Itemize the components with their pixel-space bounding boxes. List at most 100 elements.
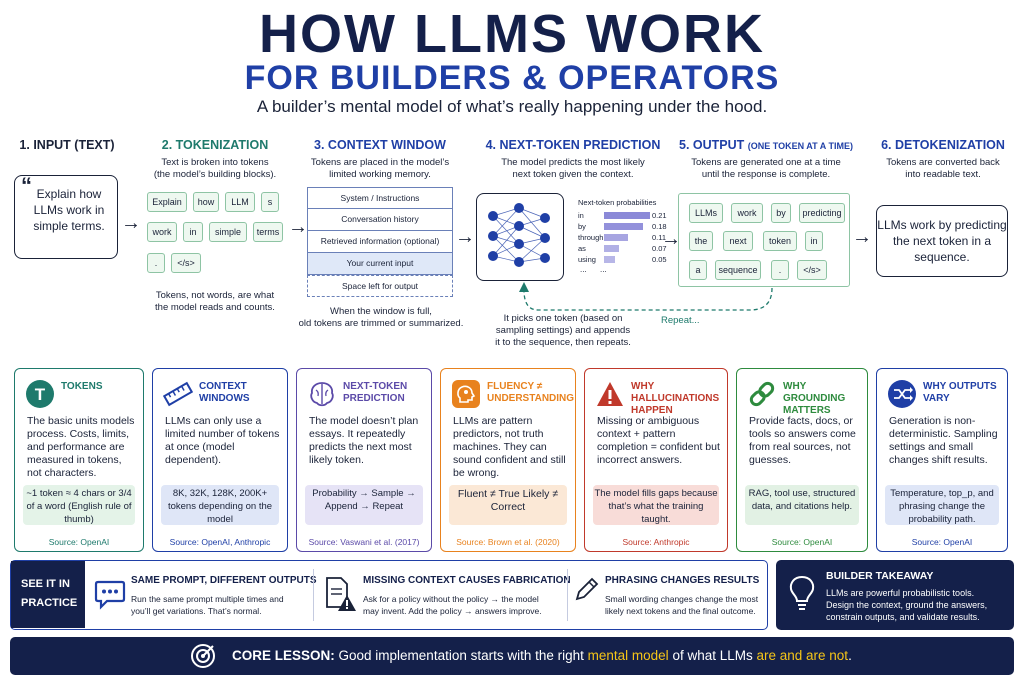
card-title: FLUENCY ≠ UNDERSTANDING bbox=[487, 381, 575, 404]
practice-item-line: Small wording changes change the most bbox=[605, 594, 759, 604]
practice-item-title: MISSING CONTEXT CAUSES FABRICATION bbox=[363, 575, 571, 586]
prob-value: 0.07 bbox=[652, 244, 667, 253]
pencil-icon bbox=[575, 577, 599, 601]
output-token: token bbox=[763, 231, 797, 251]
step-3-desc-line: Tokens are placed in the model’s bbox=[310, 157, 450, 168]
token-chip: work bbox=[147, 222, 177, 242]
shuffle-icon bbox=[888, 380, 916, 408]
token-chip: simple bbox=[209, 222, 247, 242]
card-body: Generation is non-deterministic. Samplin… bbox=[889, 415, 998, 466]
prob-bar bbox=[604, 212, 650, 219]
card-title: CONTEXT WINDOWS bbox=[199, 381, 250, 404]
practice-label-line: SEE IT IN bbox=[21, 578, 70, 590]
step-2-note-line: the model reads and counts. bbox=[155, 302, 275, 313]
step-2-note: Tokens, not words, are what the model re… bbox=[140, 290, 290, 314]
card-context-windows: CONTEXT WINDOWS LLMs can only use a limi… bbox=[152, 368, 288, 552]
step-6-desc-line: into readable text. bbox=[905, 169, 981, 180]
card-outputs-vary: WHY OUTPUTS VARY Generation is non-deter… bbox=[876, 368, 1008, 552]
divider bbox=[567, 569, 568, 621]
practice-section: SEE IT IN PRACTICE SAME PROMPT, DIFFEREN… bbox=[10, 560, 768, 630]
core-lesson-banner: CORE LESSON: Good implementation starts … bbox=[10, 637, 1014, 675]
card-source: Source: Vaswani et al. (2017) bbox=[308, 537, 420, 547]
step-1-title: 1. INPUT (TEXT) bbox=[19, 138, 115, 152]
target-icon bbox=[191, 644, 215, 668]
arrow-right-icon: → bbox=[121, 212, 141, 234]
card-source: Source: OpenAI bbox=[771, 537, 833, 547]
output-token: LLMs bbox=[689, 203, 723, 223]
context-row-free: Space left for output bbox=[307, 275, 453, 297]
takeaway-line: LLMs are powerful probabilistic tools. bbox=[826, 588, 975, 598]
practice-item-line: you’ll get variations. That’s normal. bbox=[131, 606, 262, 616]
card-body: LLMs are pattern predictors, not truth m… bbox=[453, 415, 566, 479]
lesson-text: of what LLMs bbox=[668, 648, 757, 663]
prob-bar bbox=[604, 245, 620, 252]
card-highlight: Fluent ≠ True Likely ≠ Correct bbox=[449, 485, 567, 525]
output-token: predicting bbox=[799, 203, 845, 223]
output-token: . bbox=[771, 260, 789, 280]
step-5-desc: Tokens are generated one at a time until… bbox=[678, 157, 854, 181]
prob-token: through bbox=[578, 233, 604, 242]
token-chip: how bbox=[193, 192, 219, 212]
quote-icon: “ bbox=[21, 173, 32, 198]
practice-item-line: Run the same prompt multiple times and bbox=[131, 594, 284, 604]
prob-value: 0.18 bbox=[652, 222, 667, 231]
step-3-desc: Tokens are placed in the model’s limited… bbox=[300, 157, 460, 181]
lightbulb-icon bbox=[789, 575, 815, 610]
practice-label: SEE IT IN PRACTICE bbox=[11, 561, 85, 628]
output-token: a bbox=[689, 260, 707, 280]
output-token: by bbox=[771, 203, 791, 223]
practice-item-line: Ask for a policy without the policy → th… bbox=[363, 594, 539, 604]
card-body: The model doesn’t plan essays. It repeat… bbox=[309, 415, 419, 466]
lesson-highlight: are and are not bbox=[756, 648, 849, 663]
card-fluency: FLUENCY ≠ UNDERSTANDING LLMs are pattern… bbox=[440, 368, 576, 552]
core-lesson-text: CORE LESSON: Good implementation starts … bbox=[232, 648, 852, 663]
card-highlight: ~1 token ≈ 4 chars or 3/4 of a word (Eng… bbox=[23, 485, 135, 525]
card-tokens: T TOKENS The basic units models process.… bbox=[14, 368, 144, 552]
card-source: Source: OpenAI, Anthropic bbox=[169, 537, 271, 547]
context-row: Retrieved information (optional) bbox=[307, 231, 453, 253]
step-3-desc-line: limited working memory. bbox=[329, 169, 431, 180]
practice-item-body: Run the same prompt multiple times and y… bbox=[131, 593, 284, 617]
card-hallucinations: WHY HALLUCINATIONS HAPPEN Missing or amb… bbox=[584, 368, 728, 552]
context-window: System / Instructions Conversation histo… bbox=[307, 187, 453, 299]
context-row: Conversation history bbox=[307, 209, 453, 231]
step-3-note: When the window is full, old tokens are … bbox=[296, 306, 466, 330]
output-token: the bbox=[689, 231, 713, 251]
practice-item-line: likely next tokens and the final outcome… bbox=[605, 606, 756, 616]
step-4-title: 4. NEXT-TOKEN PREDICTION bbox=[485, 138, 661, 152]
card-source: Source: OpenAI bbox=[48, 537, 110, 547]
page-tagline: A builder’s mental model of what’s reall… bbox=[256, 97, 768, 116]
chat-bubble-icon bbox=[94, 580, 126, 610]
prob-value: 0.05 bbox=[652, 255, 667, 264]
input-text: Explain how LLMs work in simple terms. bbox=[33, 187, 105, 233]
probs-ellipsis-right: ... bbox=[600, 265, 607, 274]
takeaway-body: LLMs are powerful probabilistic tools. D… bbox=[826, 587, 987, 623]
token-chip: s bbox=[261, 192, 279, 212]
arrow-right-icon: → bbox=[661, 228, 681, 250]
card-body: Missing or ambiguous context + pattern c… bbox=[597, 415, 720, 466]
input-bubble: “ Explain how LLMs work in simple terms. bbox=[14, 175, 118, 259]
output-token: work bbox=[731, 203, 763, 223]
step-4-note-line: sampling settings) and appends bbox=[495, 325, 631, 336]
step-2-desc: Text is broken into tokens (the model’s … bbox=[140, 157, 290, 181]
context-row: System / Instructions bbox=[307, 187, 453, 209]
lesson-text: Good implementation starts with the righ… bbox=[334, 648, 588, 663]
step-4-note-line: it to the sequence, then repeats. bbox=[495, 337, 631, 348]
token-chip: in bbox=[183, 222, 203, 242]
token-t-icon: T bbox=[26, 380, 54, 408]
prob-bar bbox=[604, 234, 629, 241]
lesson-prefix: CORE LESSON: bbox=[232, 648, 335, 663]
link-chain-icon bbox=[749, 381, 775, 407]
step-6-desc-line: Tokens are converted back bbox=[886, 157, 1000, 168]
svg-text:T: T bbox=[35, 385, 46, 404]
step-4-desc-line: The model predicts the most likely bbox=[501, 157, 645, 168]
context-row-current: Your current input bbox=[307, 253, 453, 275]
card-title: WHY OUTPUTS VARY bbox=[923, 381, 997, 404]
card-source: Source: OpenAI bbox=[911, 537, 973, 547]
prob-token: in bbox=[578, 211, 584, 220]
card-next-token: NEXT-TOKEN PREDICTION The model doesn’t … bbox=[296, 368, 432, 552]
step-6-title: 6. DETOKENIZATION bbox=[881, 138, 1005, 152]
token-chip: . bbox=[147, 253, 165, 273]
